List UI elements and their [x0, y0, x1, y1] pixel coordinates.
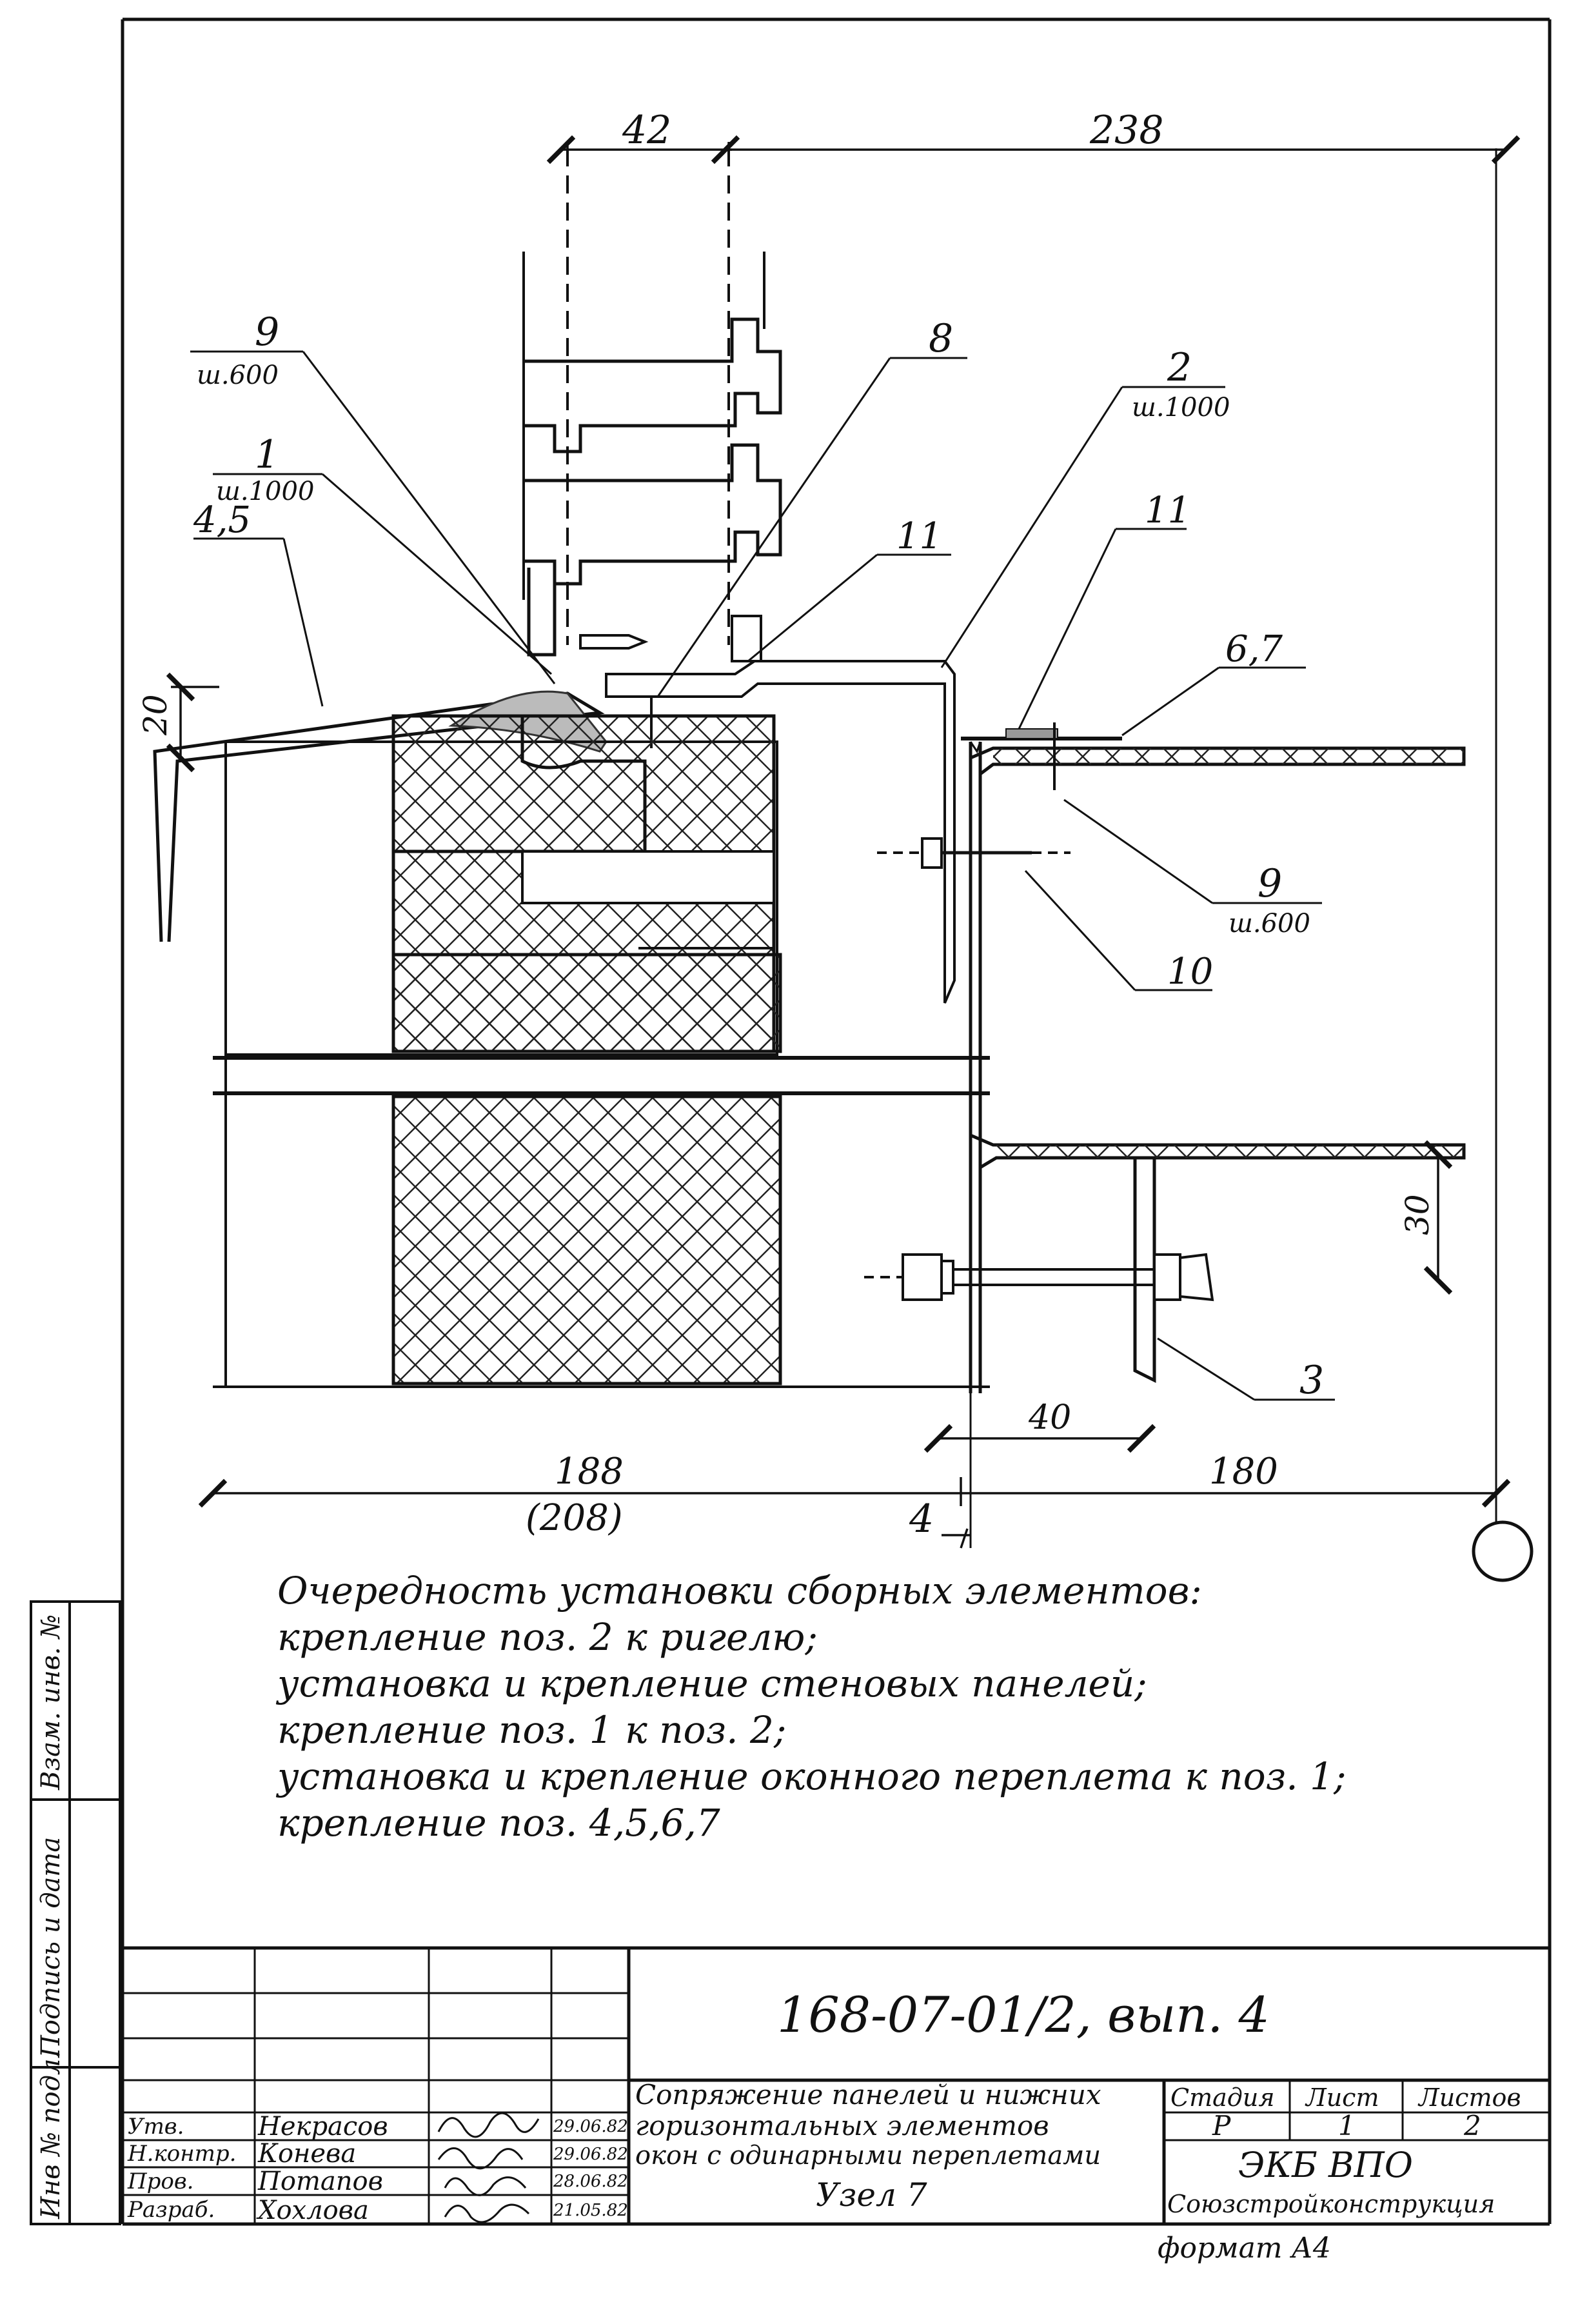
dim-238: 238 [1089, 108, 1164, 153]
dim-180: 180 [1209, 1451, 1278, 1493]
stage-value: Р [1212, 2110, 1231, 2141]
signature-marks [437, 2112, 540, 2223]
leader-lines [190, 350, 1335, 1401]
callout-11-left: 11 [896, 515, 942, 557]
wall-panel-lower [391, 1095, 782, 1385]
assembly-notes: Очередность установки сборных элементов:… [277, 1567, 1535, 1846]
callout-3: 3 [1299, 1358, 1324, 1403]
callout-2-sub: ш.1000 [1132, 393, 1230, 422]
row-name: Хохлова [256, 2196, 369, 2225]
axis-bubble [1472, 1520, 1534, 1582]
dim-30: 30 [1399, 1194, 1436, 1235]
sheets-value: 2 [1463, 2110, 1481, 2141]
row-name: Потапов [257, 2167, 383, 2196]
note-line: установка и крепление стеновых панелей; [277, 1662, 1147, 1705]
sheet-value: 1 [1338, 2110, 1356, 2141]
format-label: формат А4 [1158, 2232, 1331, 2265]
row-role: Разраб. [127, 2197, 215, 2223]
callout-4-5: 4,5 [193, 499, 251, 541]
side-stamp-podpis-data: Подпись и дата [36, 1837, 66, 2058]
sheets-header: Листов [1417, 2083, 1521, 2112]
row-date: 21.05.82 [553, 2201, 628, 2220]
callout-9-top-sub: ш.600 [197, 361, 279, 390]
plate-pos-2 [605, 660, 956, 1004]
dim-20: 20 [137, 694, 174, 736]
title-block-grid [123, 1946, 1550, 2224]
callout-8: 8 [929, 316, 953, 361]
title-line-3: окон с одинарными переплетами [635, 2141, 1101, 2170]
title-line-1: Сопряжение панелей и нижних [635, 2079, 1101, 2110]
row-role: Пров. [127, 2169, 193, 2194]
signature-rows: Утв. Некрасов 29.06.82 Н.контр. Конева 2… [127, 2112, 628, 2225]
note-line: Очередность установки сборных элементов: [277, 1569, 1202, 1613]
org-line-1: ЭКБ ВПО [1238, 2145, 1413, 2185]
dim-208: (208) [526, 1497, 623, 1539]
org-line-2: Союзстройконструкция [1167, 2190, 1495, 2218]
callout-10: 10 [1167, 951, 1213, 993]
bolt-pos-10 [877, 837, 1071, 869]
row-role: Н.контр. [127, 2141, 236, 2167]
dimension-lines [166, 135, 1521, 1549]
side-stamp-vzam-inv: Взам. инв. № [36, 1614, 66, 1791]
callout-9-right-sub: ш.600 [1229, 909, 1310, 939]
doc-code: 168-07-01/2, вып. 4 [777, 1986, 1270, 2043]
side-stamp-inv-podl: Инв № подл. [36, 2051, 66, 2220]
note-line: крепление поз. 4,5,6,7 [277, 1801, 720, 1845]
row-date: 29.06.82 [553, 2145, 628, 2164]
callout-9-right: 9 [1258, 861, 1282, 906]
row-date: 29.06.82 [553, 2117, 628, 2136]
steel-column [969, 742, 982, 1393]
row-name: Конева [257, 2139, 356, 2169]
row-date: 28.06.82 [553, 2172, 628, 2191]
stage-header: Стадия [1170, 2083, 1274, 2112]
title-line-2: горизонтальных элементов [635, 2110, 1049, 2141]
side-stamp [30, 1600, 121, 2225]
title-line-4: Узел 7 [816, 2176, 927, 2214]
sill-flashing [153, 691, 605, 942]
dim-188: 188 [555, 1451, 624, 1493]
axis-label-4: 4 [909, 1496, 934, 1542]
note-line: крепление поз. 1 к поз. 2; [277, 1708, 787, 1752]
callout-6-7: 6,7 [1225, 628, 1283, 670]
note-line: установка и крепление оконного переплета… [277, 1754, 1347, 1798]
callout-1: 1 [255, 432, 279, 477]
row-role: Утв. [128, 2114, 184, 2140]
row-name: Некрасов [257, 2112, 388, 2141]
angle-pos-3 [864, 1158, 1214, 1384]
sheet-header: Лист [1305, 2083, 1379, 2112]
callout-1-sub: ш.1000 [216, 477, 314, 506]
dim-42: 42 [622, 108, 671, 153]
callout-2: 2 [1167, 345, 1192, 390]
callout-9-top: 9 [255, 310, 279, 355]
note-line: крепление поз. 2 к ригелю; [277, 1615, 818, 1659]
callout-11-right: 11 [1145, 490, 1190, 531]
sheet-frame [121, 17, 1552, 2226]
dim-40: 40 [1028, 1398, 1071, 1437]
section-drawing [153, 148, 1534, 1582]
window-frame-profile [522, 148, 782, 662]
